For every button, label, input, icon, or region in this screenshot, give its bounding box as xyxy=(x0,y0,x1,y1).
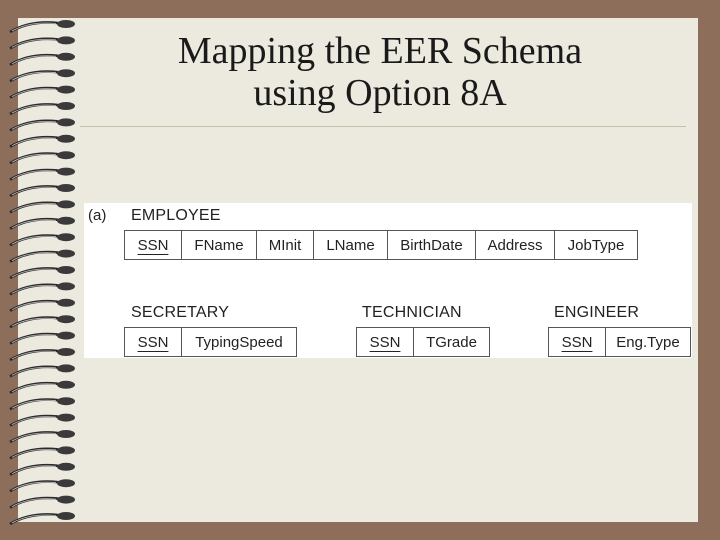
binding-ring xyxy=(9,462,75,476)
attr-secretary-1: TypingSpeed xyxy=(195,333,283,351)
binding-ring xyxy=(9,298,75,312)
binding-ring xyxy=(9,233,75,247)
relation-technician: SSN TGrade xyxy=(356,327,490,357)
attr-employee-6: JobType xyxy=(567,236,625,254)
relation-engineer: SSN Eng.Type xyxy=(548,327,691,357)
relation-secretary: SSN TypingSpeed xyxy=(124,327,297,357)
binding-ring xyxy=(9,397,75,411)
binding-ring xyxy=(9,102,75,116)
binding-ring xyxy=(9,52,75,66)
relation-employee: SSN FName MInit LName BirthDate Address … xyxy=(124,230,638,260)
relation-name-secretary: SECRETARY xyxy=(131,304,230,321)
title-line-2: using Option 8A xyxy=(253,72,507,114)
title-divider xyxy=(80,126,686,127)
relation-name-engineer: ENGINEER xyxy=(554,304,640,321)
relation-name-technician: TECHNICIAN xyxy=(362,304,462,321)
binding-ring xyxy=(9,479,75,493)
attr-engineer-1: Eng.Type xyxy=(616,333,680,351)
binding-ring xyxy=(9,216,75,230)
attr-employee-4: BirthDate xyxy=(388,231,476,259)
binding-ring xyxy=(9,266,75,280)
binding-ring xyxy=(9,348,75,362)
attr-employee-2: MInit xyxy=(257,231,314,259)
binding-ring xyxy=(9,20,75,34)
binding-ring xyxy=(9,200,75,214)
binding-ring xyxy=(9,249,75,263)
relational-schema-figure xyxy=(84,203,692,358)
binding-ring xyxy=(9,380,75,394)
binding-ring xyxy=(9,331,75,345)
binding-ring xyxy=(9,315,75,329)
binding-ring xyxy=(9,167,75,181)
slide-title: Mapping the EER Schema using Option 8A xyxy=(80,30,680,114)
binding-ring xyxy=(9,36,75,50)
binding-ring xyxy=(9,364,75,378)
binding-ring xyxy=(9,85,75,99)
attr-secretary-0: SSN xyxy=(125,328,182,356)
binding-ring xyxy=(9,413,75,427)
relation-name-employee: EMPLOYEE xyxy=(131,207,221,224)
binding-ring xyxy=(9,184,75,198)
binding-ring xyxy=(9,134,75,148)
binding-ring xyxy=(9,69,75,83)
binding-ring xyxy=(9,118,75,132)
figure-label: (a) xyxy=(88,207,107,224)
attr-employee-1: FName xyxy=(182,231,257,259)
binding-ring xyxy=(9,446,75,460)
binding-ring xyxy=(9,282,75,296)
attr-engineer-0: SSN xyxy=(549,328,606,356)
binding-ring xyxy=(9,495,75,509)
spiral-binding xyxy=(9,20,75,526)
binding-ring xyxy=(9,151,75,165)
attr-employee-5: Address xyxy=(476,231,555,259)
binding-ring xyxy=(9,430,75,444)
attr-employee-3: LName xyxy=(314,231,388,259)
attr-employee-0: SSN xyxy=(125,231,182,259)
attr-technician-0: SSN xyxy=(357,328,414,356)
binding-ring xyxy=(9,512,75,526)
title-line-1: Mapping the EER Schema xyxy=(177,30,583,72)
attr-technician-1: TGrade xyxy=(426,333,477,351)
